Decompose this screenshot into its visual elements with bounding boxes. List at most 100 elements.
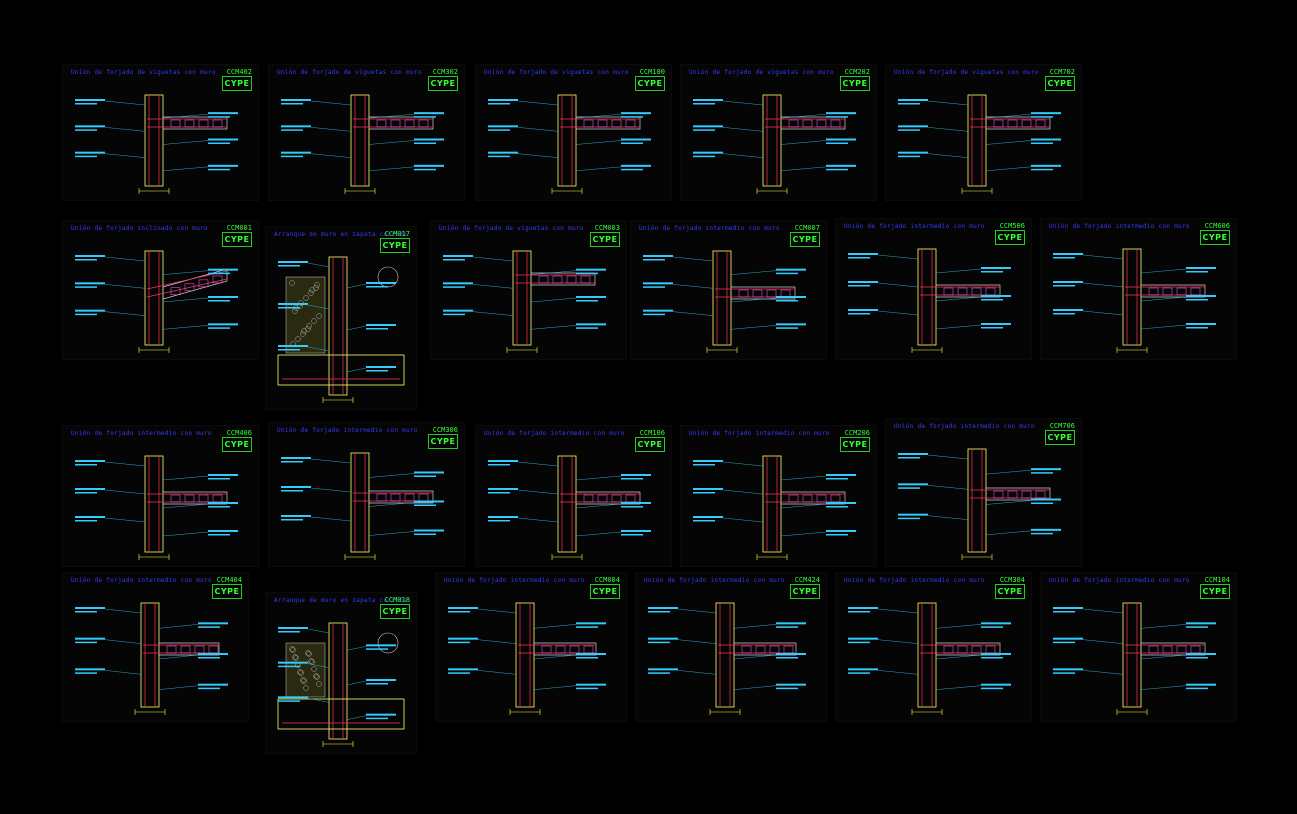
annotation-text-mark bbox=[488, 464, 510, 466]
leader-line bbox=[162, 140, 209, 145]
annotation-text-mark bbox=[826, 502, 856, 504]
annotation-text-mark bbox=[621, 478, 643, 480]
annotation-text-mark bbox=[448, 607, 478, 609]
annotation-text-mark bbox=[278, 627, 308, 629]
annotation-text-mark bbox=[826, 506, 848, 508]
detail-title: Unión de forjado de viguetas con muro bbox=[439, 225, 584, 232]
leader-line bbox=[1140, 624, 1187, 629]
gravel bbox=[295, 336, 301, 342]
backfill bbox=[285, 642, 326, 698]
logo-text: CYPE bbox=[382, 241, 408, 250]
leader-line bbox=[877, 639, 919, 644]
annotation-text-mark bbox=[621, 164, 651, 167]
annotation-text-mark bbox=[693, 155, 715, 158]
annotation-text-mark bbox=[621, 474, 651, 476]
block bbox=[208, 645, 219, 654]
annotation-text-mark bbox=[643, 259, 665, 261]
annotation-text-mark bbox=[648, 611, 670, 613]
leader-line bbox=[722, 461, 764, 467]
annotation-text-mark bbox=[75, 672, 97, 674]
block bbox=[166, 645, 177, 654]
annotation-text-mark bbox=[366, 370, 388, 372]
leader-line bbox=[927, 454, 969, 460]
annotation-text-mark bbox=[693, 520, 715, 522]
detail-title: Unión de forjado intermedio con muro bbox=[1049, 223, 1190, 230]
annotation-text-mark bbox=[488, 99, 518, 101]
leader-line bbox=[162, 166, 209, 172]
block bbox=[170, 287, 181, 295]
annotation-text-mark bbox=[281, 490, 303, 492]
leader-line bbox=[517, 461, 559, 467]
annotation-text-mark bbox=[488, 492, 510, 494]
annotation-text-mark bbox=[1053, 313, 1075, 315]
leader-line bbox=[935, 324, 982, 330]
block bbox=[611, 119, 622, 128]
leader-line bbox=[368, 502, 415, 507]
leader-line bbox=[472, 311, 514, 316]
block bbox=[830, 119, 841, 128]
leader-line bbox=[780, 475, 827, 481]
annotation-text-mark bbox=[848, 309, 878, 311]
annotation-text-mark bbox=[826, 168, 848, 171]
block bbox=[1162, 645, 1173, 654]
annotation-text-mark bbox=[414, 164, 444, 167]
cype-logo: CYPE bbox=[222, 437, 252, 452]
leader-line bbox=[472, 284, 514, 289]
gravel bbox=[289, 280, 295, 286]
leader-line bbox=[346, 680, 367, 686]
detail-drawing bbox=[443, 250, 606, 353]
block bbox=[198, 279, 209, 288]
annotation-text-mark bbox=[898, 487, 920, 489]
annotation-text-mark bbox=[648, 607, 678, 609]
annotation-text-mark bbox=[576, 272, 598, 275]
annotation-text-mark bbox=[1031, 164, 1061, 167]
cype-logo: CYPE bbox=[635, 76, 665, 91]
annotation-text-mark bbox=[208, 502, 238, 504]
block bbox=[957, 645, 968, 654]
block bbox=[583, 645, 594, 654]
annotation-text-mark bbox=[576, 657, 598, 659]
leader-line bbox=[533, 624, 577, 629]
cype-logo: CYPE bbox=[590, 584, 620, 599]
gravel bbox=[314, 282, 320, 288]
detail-code: CCM018 bbox=[384, 596, 410, 604]
annotation-text-mark bbox=[1031, 138, 1061, 141]
annotation-text-mark bbox=[1186, 626, 1208, 628]
gravel bbox=[314, 674, 320, 680]
annotation-text-mark bbox=[643, 313, 665, 316]
leader-line bbox=[927, 100, 969, 106]
detail-code: CCM302 bbox=[432, 68, 458, 76]
leader-line bbox=[346, 283, 367, 289]
gravel bbox=[316, 681, 322, 687]
leader-line bbox=[927, 485, 969, 490]
detail-drawing bbox=[643, 250, 806, 353]
annotation-text-mark bbox=[414, 138, 444, 141]
detail-drawing bbox=[898, 94, 1061, 194]
annotation-text-mark bbox=[488, 516, 518, 518]
leader-line bbox=[368, 166, 415, 172]
annotation-text-mark bbox=[366, 366, 396, 368]
annotation-text-mark bbox=[576, 653, 606, 655]
